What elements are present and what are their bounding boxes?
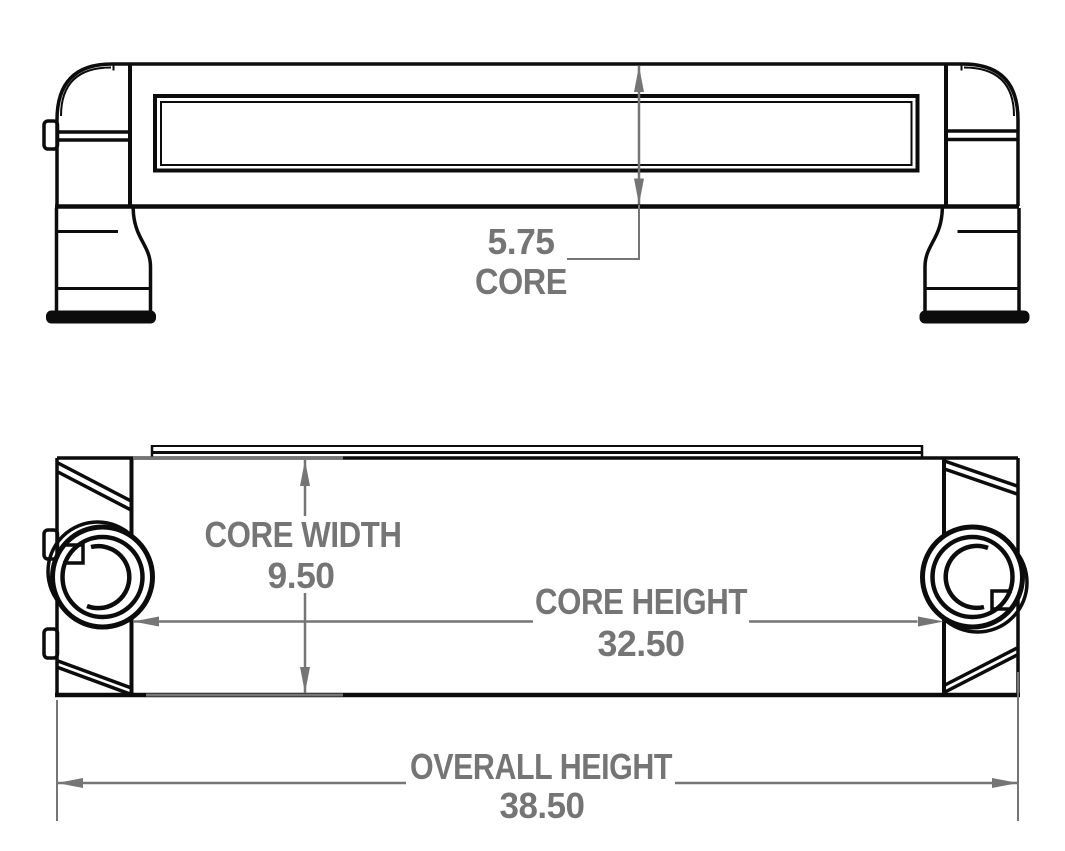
overall-height-label: OVERALL HEIGHT <box>410 746 672 787</box>
core-face-inner <box>160 101 913 166</box>
arrowhead-right <box>992 778 1018 788</box>
arrowhead-right <box>918 616 944 627</box>
side-mount-tab <box>42 119 60 151</box>
mounting-leg-left <box>44 204 158 326</box>
side-profile-view <box>42 62 1032 326</box>
arrowhead-down <box>634 178 644 205</box>
front-weld-seam-right-bottom-1 <box>944 653 1018 694</box>
core-face-outer <box>153 94 920 173</box>
core-depth-leader <box>567 205 640 260</box>
port-opening-left <box>48 522 153 627</box>
arrowhead-left <box>57 778 83 788</box>
front-weld-seam-right-top-2 <box>943 467 1018 496</box>
front-mount-tab-lower <box>42 627 60 660</box>
side-inner-arc-right <box>963 66 1015 117</box>
overall-height-value: 38.50 <box>500 785 585 826</box>
front-weld-seam-right-top-1 <box>943 459 1018 488</box>
core-width-value: 9.50 <box>268 555 335 596</box>
dimension-annotations: 5.75 CORE CORE WIDTH 9.50 CORE HEIGHT 32… <box>56 66 1019 826</box>
core-depth-value: 5.75 <box>488 221 555 262</box>
front-weld-seam-left-top-2 <box>57 470 132 512</box>
front-weld-seam-right-bottom-2 <box>944 646 1018 687</box>
arrowhead-up <box>300 460 310 486</box>
mounting-leg-right <box>917 204 1032 326</box>
front-weld-seam-left-top-1 <box>57 461 132 503</box>
front-weld-seam-left-bottom-2 <box>57 665 133 697</box>
core-height-label: CORE HEIGHT <box>535 581 747 622</box>
side-body-outline <box>55 62 1020 206</box>
core-depth-label: CORE <box>475 261 567 302</box>
arrowhead-down <box>300 667 310 693</box>
front-view <box>42 445 1028 698</box>
front-weld-seam-left-bottom-1 <box>57 659 133 690</box>
port-opening-right <box>923 527 1028 632</box>
core-width-label: CORE WIDTH <box>205 514 402 555</box>
side-inner-arc-left <box>60 66 112 117</box>
core-height-value: 32.50 <box>598 623 685 664</box>
arrowhead-left <box>133 616 159 627</box>
arrowhead-up <box>634 66 644 92</box>
